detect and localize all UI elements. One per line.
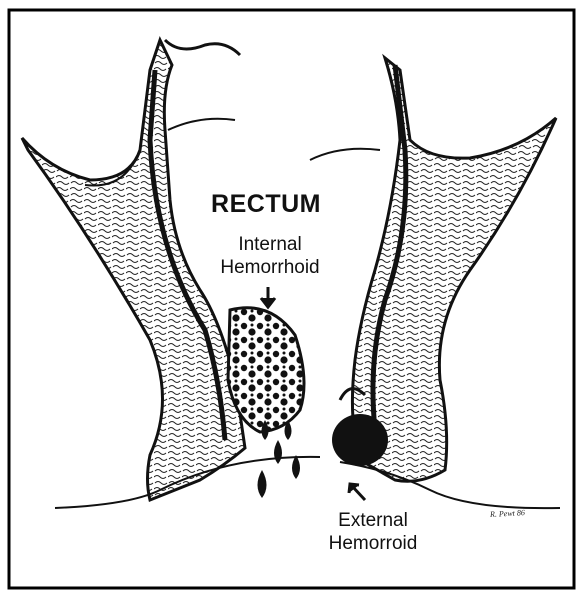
rectum-label: RECTUM — [196, 190, 336, 219]
artist-signature: R. Pewt 86 — [490, 508, 525, 519]
internal-label-line2: Hemorrhoid — [200, 256, 340, 279]
internal-arrow — [261, 287, 275, 307]
figure-border — [9, 10, 574, 588]
external-label-line1: External — [293, 509, 453, 532]
external-label-line2: Hemorroid — [293, 532, 453, 555]
internal-hemorrhoid-label: Internal Hemorrhoid — [200, 233, 340, 279]
skin-surface — [55, 457, 560, 508]
internal-label-line1: Internal — [200, 233, 340, 256]
external-hemorrhoid-label: External Hemorroid — [293, 509, 453, 555]
internal-hemorrhoid — [228, 308, 304, 432]
external-arrow — [349, 484, 365, 500]
